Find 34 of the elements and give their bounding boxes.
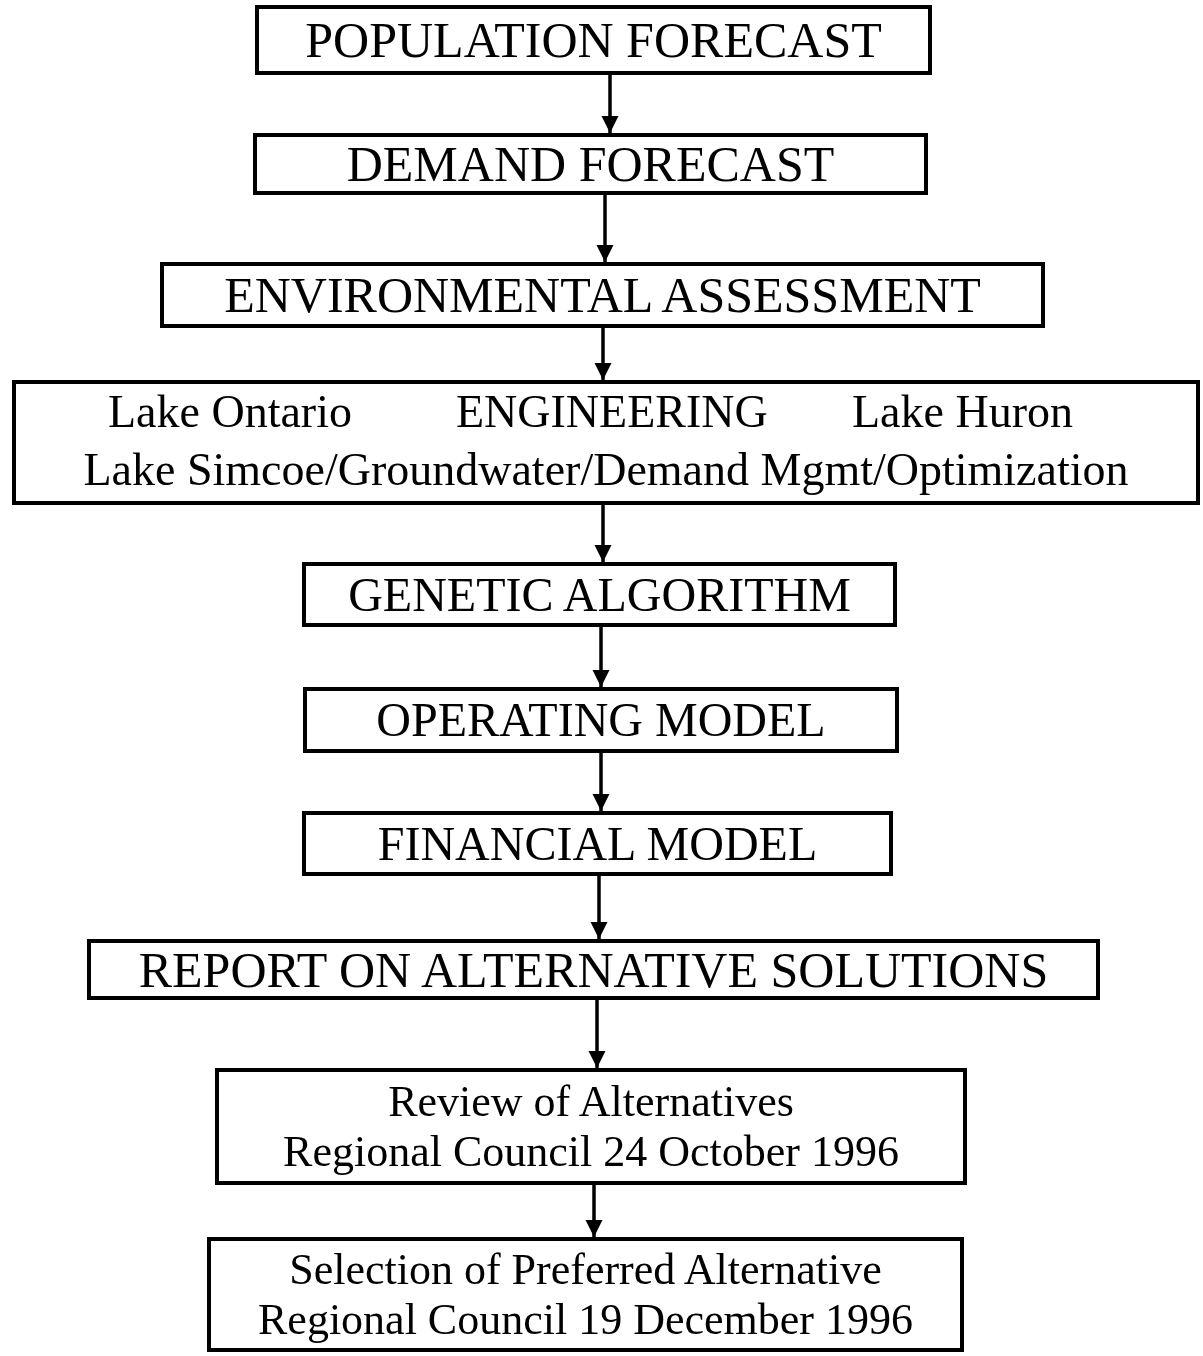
process-box [302, 562, 897, 627]
box-label: Lake Huron [852, 386, 1073, 438]
box-label: DEMAND FORECAST [346, 136, 835, 192]
arrow [592, 627, 610, 687]
arrow [596, 195, 614, 262]
box-label: GENETIC ALGORITHM [348, 567, 851, 622]
arrow [601, 75, 619, 133]
box-label: FINANCIAL MODEL [377, 816, 818, 871]
box-label: REPORT ON ALTERNATIVE SOLUTIONS [138, 941, 1049, 998]
box-label: Selection of Preferred Alternative [289, 1245, 882, 1295]
arrow [588, 1000, 606, 1068]
box-label: ENGINEERING [456, 386, 768, 438]
arrow [594, 505, 612, 562]
process-box [302, 811, 893, 876]
box-label: POPULATION FORECAST [305, 12, 882, 68]
arrow [585, 1185, 603, 1237]
box-label: Regional Council 19 December 1996 [258, 1294, 913, 1344]
process-box [215, 1068, 967, 1185]
box-label: Lake Ontario [108, 386, 352, 438]
box-label: Regional Council 24 October 1996 [283, 1126, 899, 1176]
process-box [12, 380, 1200, 505]
arrow [594, 328, 612, 380]
process-box [255, 5, 932, 75]
box-label: Review of Alternatives [388, 1077, 794, 1127]
process-box [87, 939, 1100, 1000]
arrow [592, 753, 610, 811]
box-label: OPERATING MODEL [376, 693, 826, 747]
arrow [590, 876, 608, 939]
process-box [253, 133, 928, 195]
box-label: Lake Simcoe/Groundwater/Demand Mgmt/Optimization [82, 444, 1130, 496]
box-label: ENVIRONMENTAL ASSESSMENT [224, 267, 981, 323]
process-box [160, 262, 1045, 328]
process-box [207, 1237, 964, 1352]
process-box [303, 687, 899, 753]
